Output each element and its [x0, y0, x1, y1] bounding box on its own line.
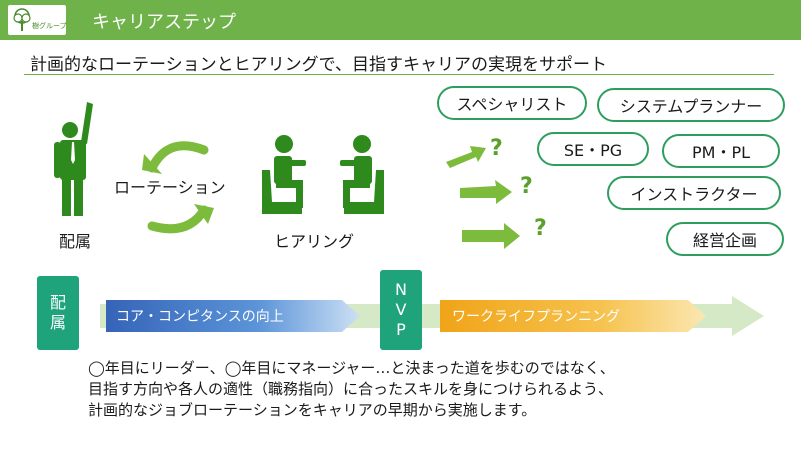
subtitle-underline — [24, 74, 774, 75]
company-logo: 樹グループ — [8, 5, 67, 35]
career-specialist: スペシャリスト — [437, 86, 587, 120]
nvp-box: N V P — [380, 270, 422, 350]
nvp-char: P — [396, 320, 406, 339]
logo-text: 樹グループ — [32, 22, 67, 30]
arrow-right-icon — [446, 146, 486, 168]
header-bar: 樹グループ キャリアステップ — [0, 0, 801, 40]
rotation-cycle-icon — [142, 141, 214, 234]
description-line: 目指す方向や各人の適性（職務指向）に合ったスキルを身につけられるよう、 — [88, 380, 614, 398]
arrow-right-icon — [462, 223, 520, 249]
career-pm-pl: PM・PL — [662, 134, 780, 168]
core-competence-label: コア・コンピタンスの向上 — [116, 309, 284, 325]
subtitle: 計画的なローテーションとヒアリングで、目指すキャリアの実現をサポート — [30, 55, 607, 75]
assignment-start-box: 配 属 — [37, 276, 79, 350]
assignment-char: 配 — [49, 293, 66, 312]
work-life-planning-bar — [440, 300, 706, 332]
question-mark: ? — [490, 136, 503, 161]
hearing-label: ヒアリング — [274, 232, 355, 251]
tree-logo-icon — [13, 8, 31, 31]
nvp-char: V — [395, 300, 407, 319]
page-title: キャリアステップ — [92, 12, 236, 33]
raising-hand-person-icon — [54, 102, 93, 216]
rotation-label: ローテーション — [114, 178, 226, 197]
description: ◯年目にリーダー、◯年目にマネージャー…と決まった道を歩むのではなく、 目指す方… — [88, 358, 615, 421]
arrow-right-icon — [460, 180, 512, 204]
question-mark: ? — [534, 216, 547, 241]
core-competence-bar — [106, 300, 360, 332]
description-line: 計画的なジョブローテーションをキャリアの早期から実施します。 — [88, 401, 537, 419]
nvp-char: N — [395, 280, 407, 299]
work-life-planning-label: ワークライフプランニング — [452, 309, 620, 325]
career-management: 経営企画 — [666, 222, 784, 256]
assignment-label: 配属 — [59, 232, 92, 251]
question-mark: ? — [520, 174, 533, 199]
career-instructor: インストラクター — [607, 176, 781, 210]
career-se-pg: SE・PG — [537, 132, 649, 166]
career-system-planner: システムプランナー — [597, 88, 785, 122]
hearing-people-icon — [262, 135, 384, 214]
description-line: ◯年目にリーダー、◯年目にマネージャー…と決まった道を歩むのではなく、 — [88, 359, 615, 377]
assignment-char: 属 — [49, 313, 66, 332]
